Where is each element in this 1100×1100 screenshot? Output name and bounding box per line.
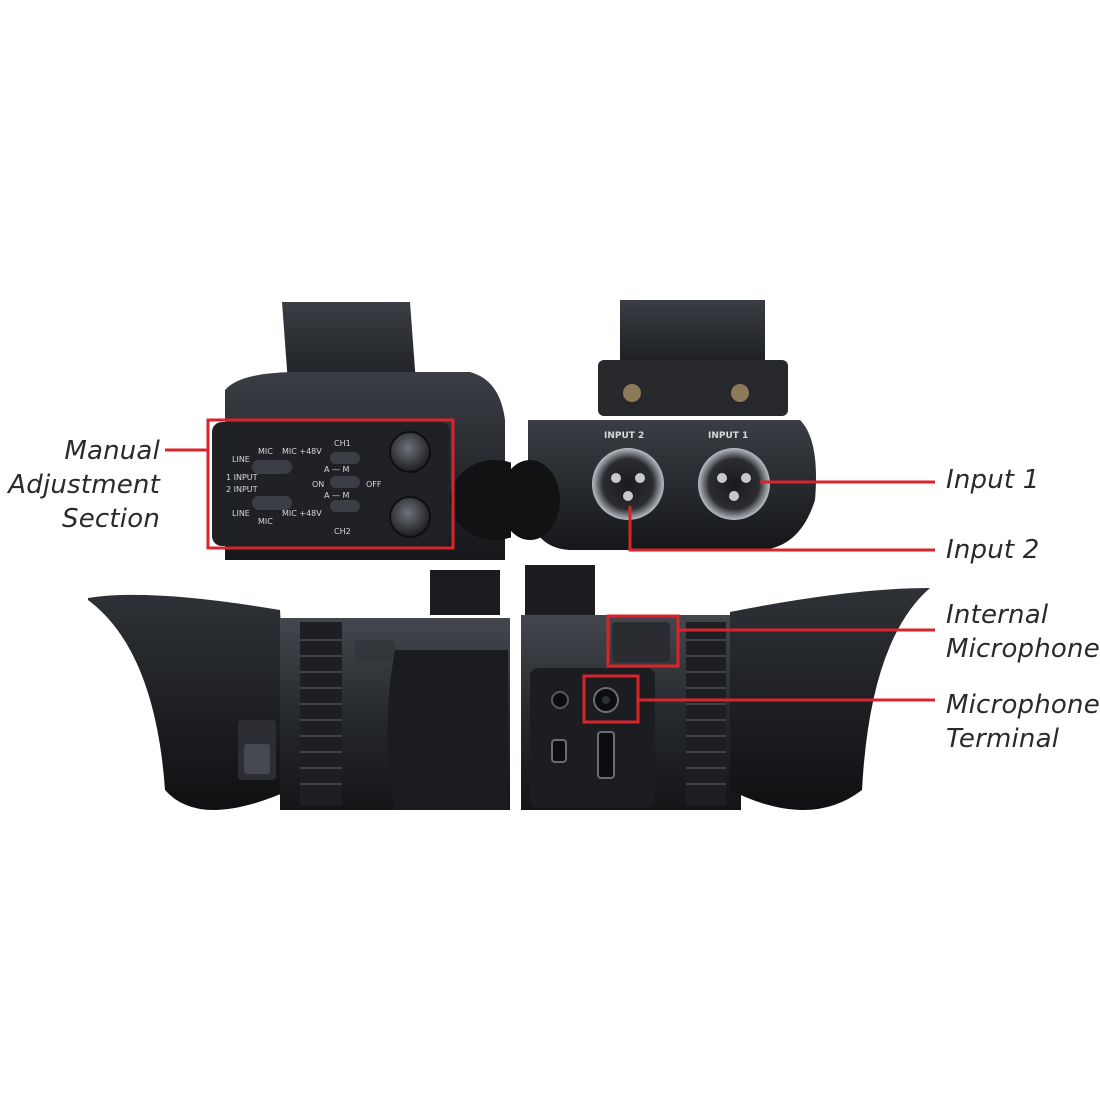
label-terminal-line1: Microphone	[946, 690, 1100, 720]
hdmi-port-icon	[597, 731, 615, 779]
camcorder-right-view: INPUT 2 INPUT 1	[500, 300, 930, 810]
panel-ch2: CH2	[334, 527, 351, 536]
bracket-screw-left	[623, 384, 641, 402]
handle-bracket	[598, 360, 788, 416]
label-manual-line1: Manual	[64, 436, 160, 466]
usb-port-icon	[551, 739, 567, 763]
panel-am-top: A — M	[324, 465, 350, 474]
panel-off: OFF	[366, 480, 382, 489]
label-manual-line3: Section	[62, 504, 160, 534]
headphone-jack	[551, 691, 569, 709]
label-internal-line1: Internal	[946, 600, 1049, 630]
label-manual-line2: Adjustment	[8, 470, 160, 500]
xlr-plate	[528, 420, 816, 550]
barrel-button	[355, 640, 395, 662]
label-internal-line2: Microphone	[946, 634, 1100, 664]
label-terminal-line2: Terminal	[946, 724, 1060, 754]
focus-ring-right	[686, 622, 726, 806]
focus-ring-left	[300, 622, 342, 806]
xlr-label-input1: INPUT 1	[708, 431, 748, 441]
split-divider	[511, 295, 521, 815]
mic-jack-icon	[593, 687, 619, 713]
callout-graphics	[165, 418, 935, 724]
panel-mic48-bottom: MIC +48V	[282, 509, 322, 518]
label-input-1-text: Input 1	[946, 465, 1040, 495]
manual-panel-highlight	[206, 418, 455, 550]
mount-post-right	[525, 565, 595, 615]
focus-ring-ridges-right	[686, 639, 726, 785]
panel-switches	[252, 452, 360, 512]
panel-mic48-top: MIC +48V	[282, 447, 322, 456]
label-input-2: Input 2	[946, 533, 1040, 567]
focus-ring-ridges-left	[300, 639, 342, 785]
grip-left	[387, 650, 508, 810]
panel-mic-top: MIC	[258, 447, 273, 456]
hood-switch-knob	[244, 744, 270, 774]
panel-input2: 2 INPUT	[226, 485, 258, 494]
internal-mic-highlight	[606, 614, 680, 668]
panel-line-top: LINE	[232, 455, 250, 464]
xlr-label-input2: INPUT 2	[604, 431, 644, 441]
panel-on: ON	[312, 480, 324, 489]
panel-am-bottom: A — M	[324, 491, 350, 500]
io-panel	[530, 668, 655, 808]
input2-leader	[628, 506, 935, 552]
label-internal-microphone: Internal Microphone	[946, 598, 1100, 666]
panel-ch1: CH1	[334, 439, 351, 448]
panel-mic-bottom: MIC	[258, 517, 273, 526]
label-input-1: Input 1	[946, 463, 1040, 497]
xlr-connector-icon	[592, 448, 770, 520]
viewfinder-ring-right	[500, 460, 560, 540]
panel-line-bottom: LINE	[232, 509, 250, 518]
bracket-screw-right	[731, 384, 749, 402]
knob-icon	[389, 431, 431, 538]
panel-input1: 1 INPUT	[226, 473, 258, 482]
label-microphone-terminal: Microphone Terminal	[946, 688, 1100, 756]
internal-mic-grille	[612, 622, 670, 662]
label-input-2-text: Input 2	[946, 535, 1040, 565]
camcorder-left-view: CH1 CH2 LINE MIC MIC +48V 1 INPUT 2 INPU…	[88, 302, 540, 810]
mount-post-left	[430, 570, 500, 615]
label-manual-adjustment: Manual Adjustment Section	[0, 434, 160, 536]
